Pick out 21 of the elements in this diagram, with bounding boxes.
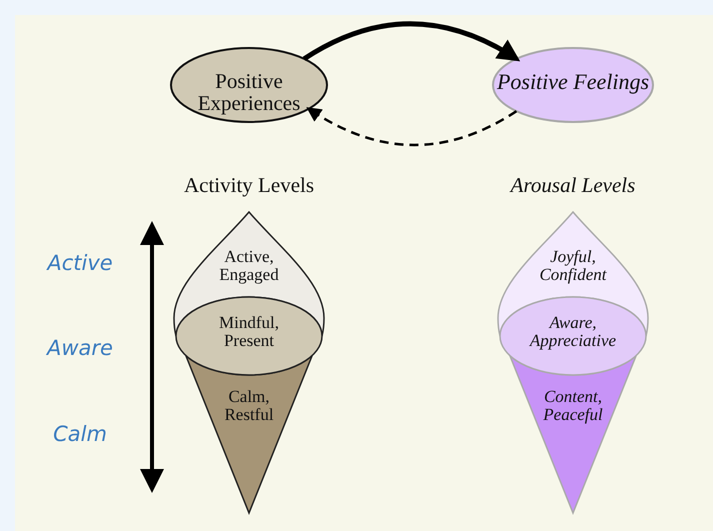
oval-node	[492, 47, 654, 123]
node-label: Positive Feelings	[496, 70, 650, 94]
oval-node	[170, 47, 328, 123]
node-label: Calm, Restful	[223, 388, 275, 424]
curved-arrow	[306, 107, 518, 146]
oval-shape	[499, 296, 647, 376]
curved-arrow	[302, 21, 520, 62]
level-label: Active	[47, 251, 113, 275]
node-label: Active, Engaged	[218, 248, 280, 284]
section-heading: Activity Levels	[184, 173, 314, 198]
node-label: Content, Peaceful	[542, 388, 604, 424]
node-label: Mindful, Present	[218, 314, 280, 350]
node-label: Aware, Appreciative	[528, 314, 618, 350]
node-label: Positive Experiences	[196, 70, 302, 114]
node-label: Joyful, Confident	[538, 248, 608, 284]
level-label: Calm	[53, 422, 107, 446]
oval-shape	[175, 296, 323, 376]
section-heading: Arousal Levels	[510, 173, 636, 198]
cone-shape	[509, 354, 637, 514]
cone-shape	[185, 354, 313, 514]
level-label: Aware	[47, 336, 113, 360]
